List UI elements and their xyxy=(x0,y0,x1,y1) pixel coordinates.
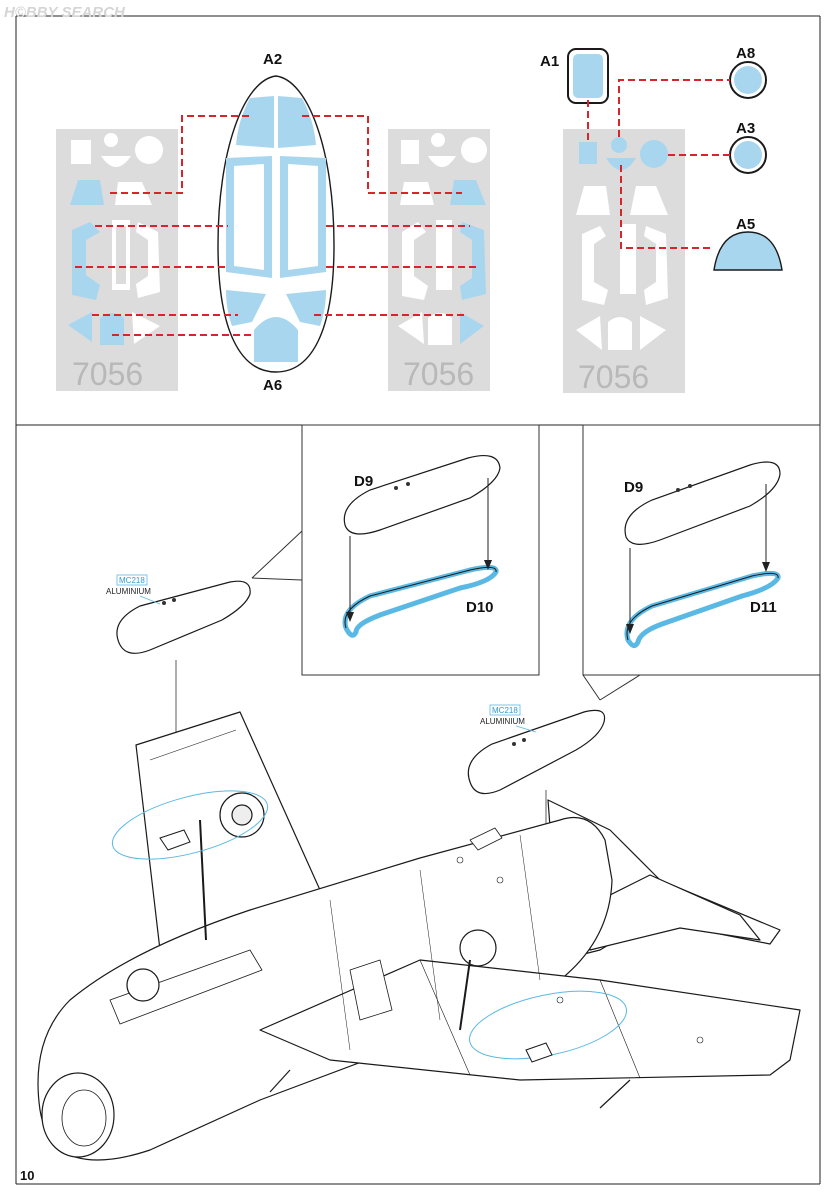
paint-code-left: MC218 xyxy=(119,576,145,585)
location-highlights xyxy=(111,790,628,1060)
label-a5: A5 xyxy=(736,216,755,233)
label-d9-right: D9 xyxy=(624,479,643,496)
canopy-mask-assembly: A2 A6 xyxy=(217,51,335,394)
mask-sheet-middle: 7056 xyxy=(388,129,490,392)
mask-guide-lines xyxy=(75,79,730,336)
mask-sheet-left: 7056 xyxy=(56,129,178,392)
mask-a1: A1 xyxy=(540,48,609,104)
mask-a3: A3 xyxy=(729,120,767,174)
mask-a6-pane xyxy=(254,317,298,362)
sheet-number-right: 7056 xyxy=(578,359,649,395)
label-a8: A8 xyxy=(736,45,755,62)
paint-code-right: MC218 xyxy=(492,706,518,715)
label-d10: D10 xyxy=(466,599,494,616)
sheet-number-left: 7056 xyxy=(72,356,143,392)
label-a1: A1 xyxy=(540,53,559,70)
inset-left-parts: D9 D10 xyxy=(342,455,501,638)
aircraft-drawing xyxy=(37,711,801,1161)
label-a3: A3 xyxy=(736,120,755,137)
label-d9-left: D9 xyxy=(354,473,373,490)
label-a2: A2 xyxy=(263,51,282,68)
attachment-points xyxy=(159,829,553,1063)
mask-a2-left-pane xyxy=(236,96,274,148)
mask-a8: A8 xyxy=(729,45,767,99)
paint-callout-left: MC218 ALUMINIUM xyxy=(106,574,161,605)
sheet-number-middle: 7056 xyxy=(403,356,474,392)
inset-right-parts: D9 D11 xyxy=(624,461,781,648)
mask-a5: A5 xyxy=(713,216,783,271)
page-number: 10 xyxy=(20,1168,34,1183)
mask-a2-right-pane xyxy=(278,96,316,148)
paint-callout-right: MC218 ALUMINIUM xyxy=(480,704,537,733)
paint-name-right: ALUMINIUM xyxy=(480,717,525,726)
label-a6: A6 xyxy=(263,377,282,394)
paint-name-left: ALUMINIUM xyxy=(106,587,151,596)
mask-sheet-right: 7056 xyxy=(563,129,685,395)
label-d11: D11 xyxy=(750,599,777,616)
detail-insets xyxy=(251,424,821,701)
watermark-text: H©BBY SEARCH xyxy=(4,4,126,21)
